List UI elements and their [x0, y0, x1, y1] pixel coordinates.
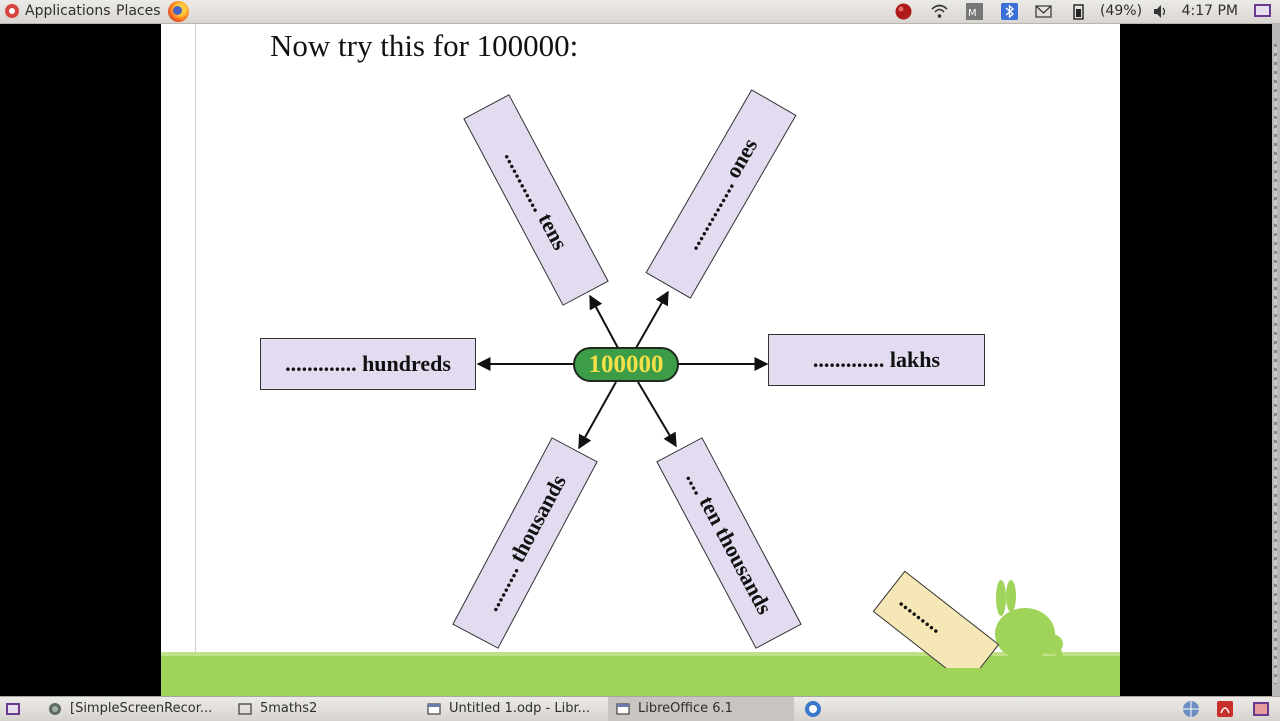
user-menu-icon[interactable]	[1254, 3, 1271, 20]
impress-doc-icon	[427, 703, 441, 715]
window-edge-scrollbar[interactable]	[1272, 24, 1280, 696]
letterbox-left	[0, 24, 161, 696]
hundreds-box: ............. hundreds	[260, 338, 476, 390]
task-5maths2[interactable]: 5maths2	[230, 697, 410, 721]
taskbar: [SimpleScreenRecor... 5maths2 Untitled 1…	[0, 696, 1280, 721]
grass-foreground	[161, 668, 1120, 696]
top-panel: Applications Places M (49%) 4:17 PM	[0, 0, 1280, 24]
bluetooth-icon[interactable]	[1001, 3, 1018, 20]
browser-launcher-icon[interactable]	[804, 700, 822, 718]
pdf-reader-icon[interactable]	[1216, 700, 1234, 718]
applications-menu[interactable]: Applications	[25, 3, 111, 19]
window-icon	[238, 703, 252, 715]
bunny-decoration-icon	[995, 580, 1063, 660]
svg-text:M: M	[968, 8, 977, 19]
task-label: LibreOffice 6.1	[638, 701, 733, 716]
mail-indicator-icon[interactable]: M	[966, 3, 983, 20]
slide-left-border	[195, 24, 196, 668]
clock[interactable]: 4:17 PM	[1181, 3, 1238, 19]
grass-highlight	[161, 652, 1120, 658]
task-label: [SimpleScreenRecor...	[70, 701, 213, 716]
task-libreoffice[interactable]: LibreOffice 6.1	[608, 697, 794, 721]
network-globe-icon[interactable]	[1182, 700, 1200, 718]
places-menu[interactable]: Places	[116, 3, 161, 19]
task-label: 5maths2	[260, 701, 318, 716]
applications-menu-icon[interactable]	[5, 4, 19, 18]
workspace-switcher-icon[interactable]	[1252, 700, 1270, 718]
battery-icon[interactable]	[1070, 3, 1087, 20]
slide-title: Now try this for 100000:	[270, 28, 579, 63]
letterbox-right	[1120, 24, 1272, 696]
wifi-icon[interactable]	[931, 3, 948, 20]
libreoffice-icon	[616, 703, 630, 715]
envelope-icon[interactable]	[1035, 3, 1052, 20]
show-desktop-icon[interactable]	[6, 702, 20, 716]
firefox-launcher-icon[interactable]	[168, 1, 189, 22]
recorder-indicator-icon[interactable]	[895, 3, 912, 20]
volume-icon[interactable]	[1152, 3, 1169, 20]
task-untitled-odp[interactable]: Untitled 1.odp - Libr...	[419, 697, 603, 721]
battery-percentage: (49%)	[1100, 3, 1143, 19]
lakhs-box: ............. lakhs	[768, 334, 985, 386]
task-screen-recorder[interactable]: [SimpleScreenRecor...	[40, 697, 226, 721]
center-number: 100000	[573, 347, 679, 382]
task-label: Untitled 1.odp - Libr...	[449, 701, 591, 716]
recorder-app-icon	[49, 703, 61, 715]
